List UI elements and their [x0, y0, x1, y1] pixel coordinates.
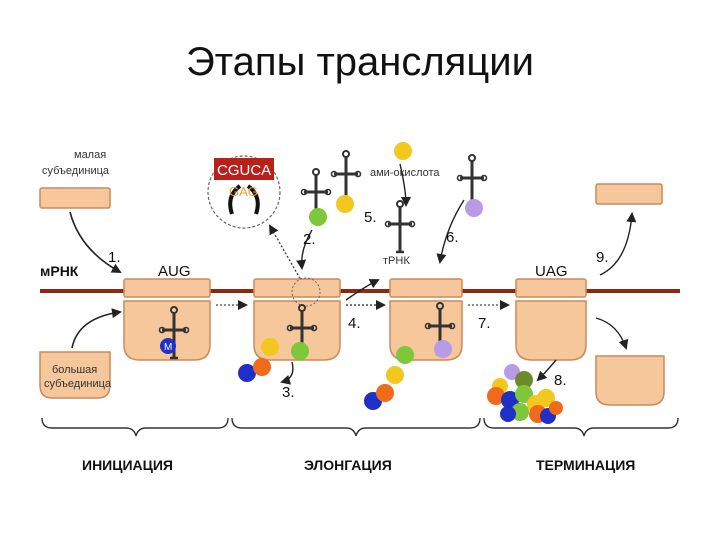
start-codon-label: AUG — [158, 263, 191, 280]
peptide-ball-lilac-1 — [434, 340, 452, 358]
free-large-subunit — [39, 351, 111, 399]
methionine-label: M — [164, 342, 172, 353]
arrow-step-6 — [436, 199, 465, 264]
peptide-ball-blue-1 — [238, 364, 256, 382]
brace-initiation — [41, 417, 229, 437]
trna-incoming-yellow-icon — [330, 149, 362, 204]
step-7-label: 7. — [478, 315, 491, 332]
peptide-ball-green-1 — [291, 342, 309, 360]
released-peptide — [487, 364, 563, 424]
step-2-label: 2. — [303, 231, 316, 248]
trna-label: тРНК — [383, 255, 410, 267]
step-4-label: 4. — [348, 315, 361, 332]
peptide-ball-orange-2 — [376, 384, 394, 402]
codon-text: CGUCA — [217, 162, 271, 179]
step-9-label: 9. — [596, 249, 609, 266]
step-1-label: 1. — [108, 249, 121, 266]
released-small-subunit — [595, 183, 663, 205]
trna-free-icon — [384, 199, 416, 254]
phase-termination-label: ТЕРМИНАЦИЯ — [536, 457, 635, 473]
arrow-trna-exit — [345, 279, 380, 301]
step-6-label: 6. — [446, 229, 459, 246]
anticodon-text: GAG — [229, 184, 258, 199]
peptide-ball-orange-1 — [253, 358, 271, 376]
inset-pointer — [269, 224, 303, 283]
codon-inset — [207, 155, 281, 229]
arrow-step-8 — [536, 359, 557, 382]
methionine-ball — [160, 338, 176, 354]
phase-elongation-label: ЭЛОНГАЦИЯ — [304, 457, 392, 473]
large-subunit-label-line2: субъединица — [44, 378, 112, 390]
released-large-subunit — [595, 355, 665, 406]
arrow-step-1 — [69, 211, 122, 273]
mrna-label: мРНК — [40, 263, 79, 279]
amino-ball-green — [309, 208, 327, 226]
arrow-step-9 — [599, 212, 637, 276]
peptide-ball-green-2 — [396, 346, 414, 364]
a-site-highlight — [291, 277, 321, 307]
ribosome-termination — [515, 278, 587, 361]
free-small-subunit — [39, 187, 111, 209]
step-5-label: 5. — [364, 209, 377, 226]
step-3-label: 3. — [282, 384, 295, 401]
small-subunit-label-line2: субъединица — [42, 165, 110, 177]
brace-elongation — [231, 417, 481, 437]
amino-ball-yellow-1 — [336, 195, 354, 213]
arrow-step-5 — [399, 163, 411, 207]
brace-termination — [483, 417, 679, 437]
peptide-ball-yellow-2 — [386, 366, 404, 384]
arrow-step-2 — [296, 229, 313, 270]
stop-codon-label: UAG — [535, 263, 568, 280]
arrow-large-subunit-join — [71, 308, 122, 349]
large-subunit-label-line1: большая — [52, 364, 97, 376]
phase-initiation-label: ИНИЦИАЦИЯ — [82, 457, 173, 473]
page-title: Этапы трансляции — [186, 40, 534, 84]
amino-ball-lilac — [465, 199, 483, 217]
arrow-large-release — [595, 317, 629, 350]
peptide-ball-yellow-1 — [261, 338, 279, 356]
trna-incoming-lilac-icon — [456, 153, 488, 208]
free-amino-acid-ball — [394, 142, 412, 160]
amino-acid-label: ами-окислота — [370, 167, 440, 179]
step-8-label: 8. — [554, 372, 567, 389]
small-subunit-label-line1: малая — [74, 149, 106, 161]
arrow-step-3 — [280, 361, 294, 385]
